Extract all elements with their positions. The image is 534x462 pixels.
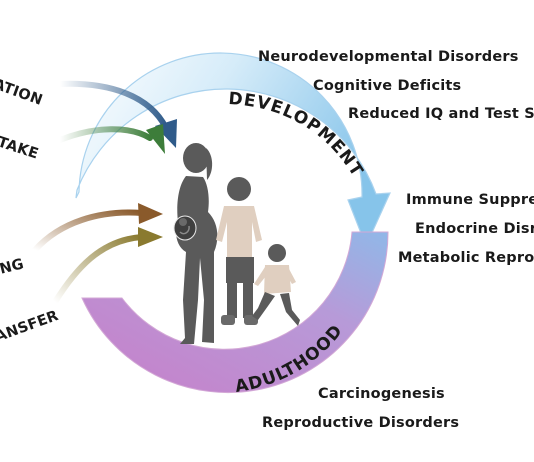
exposure-arrow-4 — [52, 227, 163, 305]
exposure-arrow-3 — [32, 203, 163, 253]
outcome-carcinogenesis: Carcinogenesis — [318, 386, 445, 402]
adulthood-ring-arc — [81, 231, 389, 394]
outcome-reproductive: Reproductive Disorders — [262, 415, 460, 431]
fetus-icon — [173, 215, 197, 241]
outcome-immune: Immune Suppre — [406, 192, 534, 208]
outcome-neurodevelopmental: Neurodevelopmental Disorders — [258, 49, 519, 65]
outcome-cognitive: Cognitive Deficits — [313, 78, 462, 94]
pregnant-woman-figure — [176, 143, 218, 344]
outcome-metabolic: Metabolic Reprog — [398, 250, 534, 266]
outcome-endocrine: Endocrine Disr — [415, 221, 534, 237]
toddler-figure — [252, 244, 300, 326]
exposure-arrow-2 — [57, 124, 165, 154]
child-figure — [216, 177, 262, 325]
outcome-reduced-iq: Reduced IQ and Test S — [348, 106, 534, 122]
development-ring-arc — [75, 52, 391, 248]
